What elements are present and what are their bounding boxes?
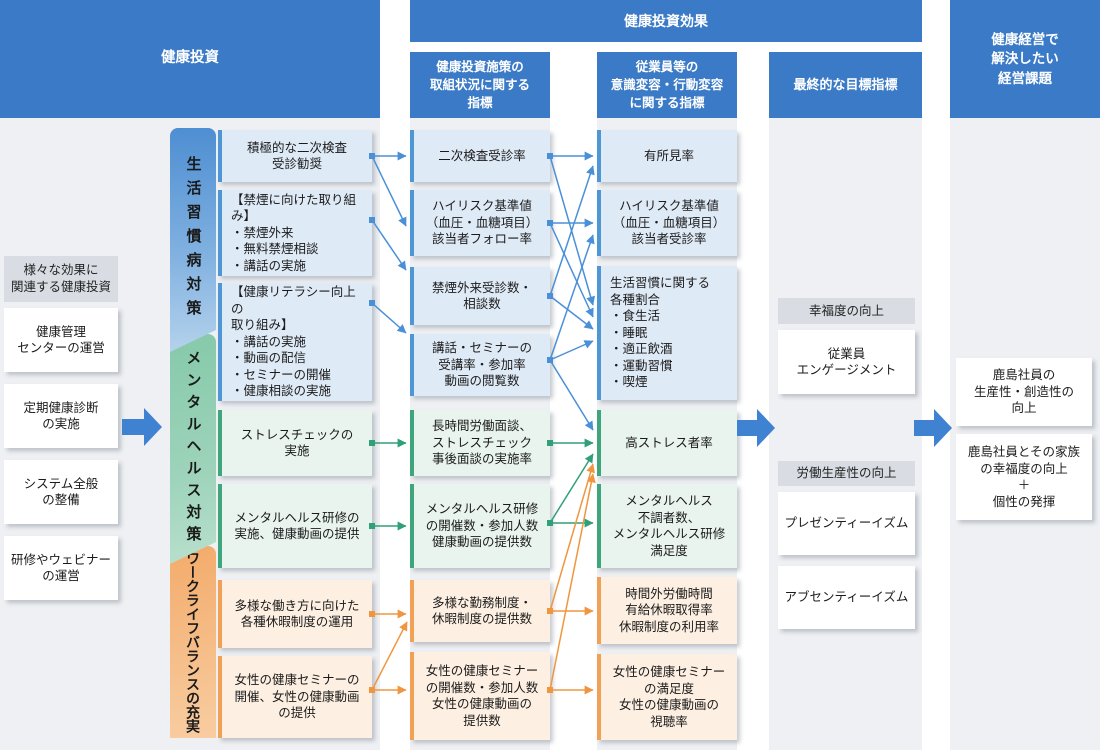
behavior-indicator: メンタルヘルス 不調者数、 メンタルヘルス研修 満足度 [597, 484, 737, 568]
header-health-investment-effect: 健康投資効果 [410, 0, 922, 42]
initiative-womens-health: 女性の健康セミナーの 開催、女性の健康動画 の提供 [218, 656, 372, 738]
behavior-indicator: 時間外労働時間 有給休暇取得率 休暇制度の利用率 [597, 577, 737, 644]
category-work-life-balance: ワークライフバランスの充実 [170, 546, 216, 738]
behavior-indicator: 有所見率 [597, 130, 737, 182]
goal-happiness-individuality: 鹿島社員とその家族 の幸福度の向上 ＋ 個性の発揮 [956, 434, 1092, 520]
header-final-indicators: 最終的な目標指標 [769, 52, 922, 118]
behavior-indicator: 女性の健康セミナー の満足度 女性の健康動画の 視聴率 [597, 654, 737, 740]
behavior-indicator: ハイリスク基準値 （血圧・血糖項目） 該当者受診率 [597, 190, 737, 256]
initiative-flexible-work: 多様な働き方に向けた 各種休暇制度の運用 [218, 580, 372, 648]
investment-item: 定期健康診断 の実施 [4, 384, 118, 448]
status-indicator: メンタルヘルス研修 の開催数・参加人数 健康動画の提供数 [410, 484, 550, 568]
behavior-indicator: 高ストレス者率 [597, 410, 737, 476]
investment-item: 健康管理 センターの運営 [4, 308, 118, 372]
behavior-indicator: 生活習慣に関する 各種割合 ・食生活 ・睡眠 ・適正飲酒 ・運動習慣 ・喫煙 [597, 266, 737, 400]
investment-item: 研修やウェビナー の運営 [4, 536, 118, 600]
header-status-indicators: 健康投資施策の 取組状況に関する 指標 [410, 52, 550, 118]
section-header-happiness: 幸福度の向上 [778, 298, 915, 324]
section-header-productivity: 労働生産性の向上 [778, 461, 915, 486]
status-indicator: 多様な勤務制度・ 休暇制度の提供数 [410, 580, 550, 642]
final-indicator-presenteeism: プレゼンティーイズム [778, 492, 915, 555]
initiative-mental-training: メンタルヘルス研修の 実施、健康動画の提供 [218, 484, 372, 568]
status-indicator: ハイリスク基準値 （血圧・血糖項目） 該当者フォロー率 [410, 190, 550, 256]
status-indicator: 長時間労働面談、 ストレスチェック 事後面談の実施率 [410, 410, 550, 476]
status-indicator: 講話・セミナーの 受講率・参加率 動画の閲覧数 [410, 334, 550, 396]
initiative-health-literacy: 【健康リテラシー向上の 取り組み】 ・講話の実施 ・動画の配信 ・セミナーの開催… [218, 283, 372, 401]
initiative-secondary-checkup: 積極的な二次検査 受診勧奨 [218, 130, 372, 182]
left-panel-title: 様々な効果に 関連する健康投資 [4, 256, 118, 302]
category-lifestyle-disease: 生活習慣病対策 [170, 128, 216, 352]
investment-item: システム全般 の整備 [4, 460, 118, 524]
initiative-stress-check: ストレスチェックの 実施 [218, 410, 372, 476]
header-health-investment: 健康投資 [0, 0, 380, 118]
final-indicator-absenteeism: アブセンティーイズム [778, 566, 915, 629]
header-management-issues: 健康経営で 解決したい 経営課題 [950, 0, 1100, 118]
initiative-no-smoking: 【禁煙に向けた取り組み】 ・禁煙外来 ・無料禁煙相談 ・講話の実施 [218, 190, 372, 276]
goal-productivity-creativity: 鹿島社員の 生産性・創造性の 向上 [956, 358, 1092, 426]
category-mental-health: メンタルヘルス対策 [170, 334, 216, 564]
status-indicator: 禁煙外来受診数・ 相談数 [410, 267, 550, 325]
band-final-indicators [769, 118, 922, 750]
status-indicator: 二次検査受診率 [410, 130, 550, 182]
final-indicator-engagement: 従業員 エンゲージメント [778, 330, 915, 394]
header-behavior-indicators: 従業員等の 意識変容・行動変容 に関する指標 [597, 52, 737, 118]
status-indicator: 女性の健康セミナー の開催数・参加人数 女性の健康動画の 提供数 [410, 652, 550, 740]
